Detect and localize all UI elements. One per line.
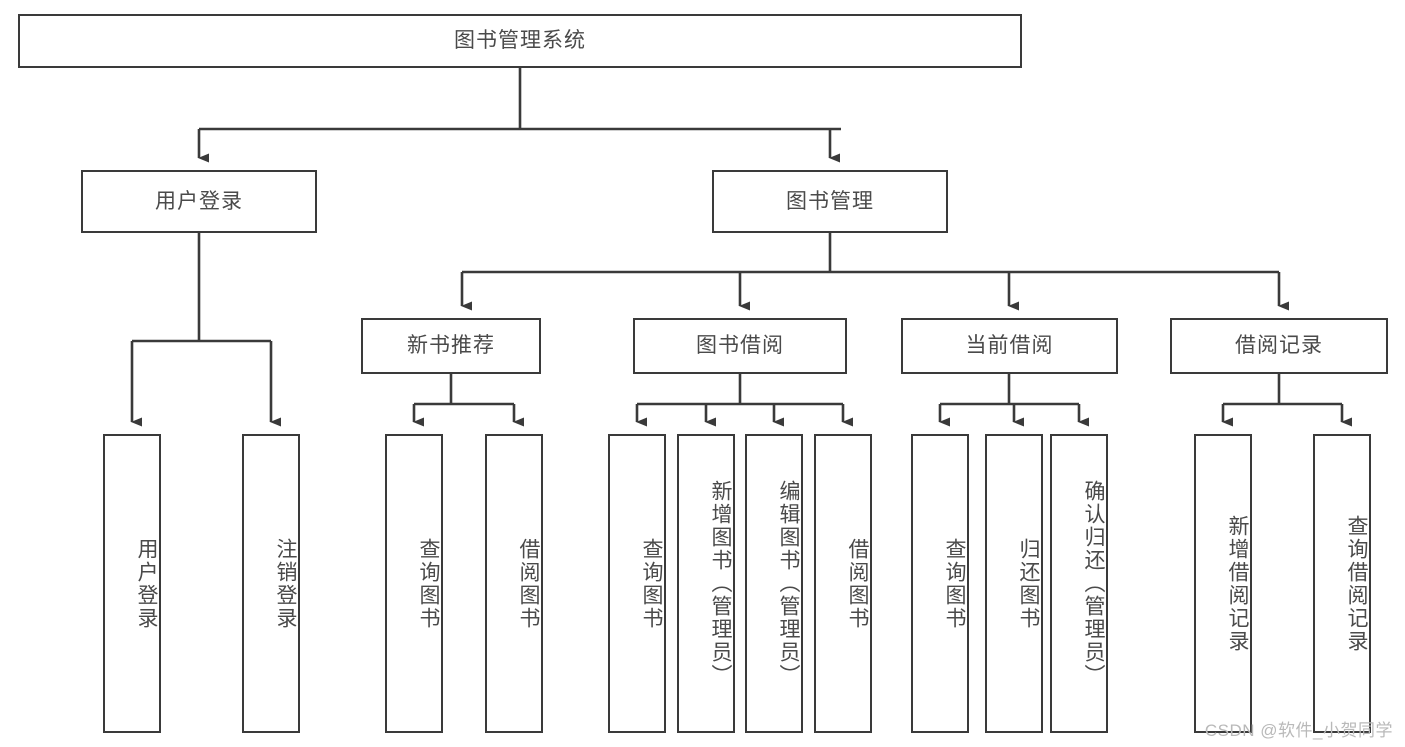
node-leaf-query-book-recommend[interactable]: 查询图书 <box>385 434 443 733</box>
node-leaf-confirm-return[interactable]: 确认归还（管理员） <box>1050 434 1108 733</box>
node-leaf-query-book-current[interactable]: 查询图书 <box>911 434 969 733</box>
node-leaf-edit-book[interactable]: 编辑图书（管理员） <box>745 434 803 733</box>
node-leaf-add-borrow-record[interactable]: 新增借阅记录 <box>1194 434 1252 733</box>
node-book-borrow[interactable]: 图书借阅 <box>633 318 847 374</box>
node-leaf-user-logout-label: 注销登录 <box>274 537 297 630</box>
node-leaf-query-borrow-record[interactable]: 查询借阅记录 <box>1313 434 1371 733</box>
node-current-borrow[interactable]: 当前借阅 <box>901 318 1118 374</box>
node-borrow-record-label: 借阅记录 <box>1235 334 1323 358</box>
new-book-recommend-to-leaves-connectors <box>412 374 524 427</box>
node-leaf-confirm-return-label: 确认归还（管理员） <box>1082 480 1105 687</box>
node-leaf-borrow-book-label: 借阅图书 <box>846 537 869 630</box>
user-login-to-leaves-connectors <box>130 233 281 427</box>
node-leaf-add-book[interactable]: 新增图书（管理员） <box>677 434 735 733</box>
node-leaf-borrow-book[interactable]: 借阅图书 <box>814 434 872 733</box>
node-leaf-return-book[interactable]: 归还图书 <box>985 434 1043 733</box>
node-user-login-label: 用户登录 <box>155 189 243 213</box>
node-borrow-record[interactable]: 借阅记录 <box>1170 318 1388 374</box>
node-leaf-query-book-current-label: 查询图书 <box>943 537 966 630</box>
node-book-manage[interactable]: 图书管理 <box>712 170 948 233</box>
borrow-record-to-leaves-connectors <box>1221 374 1352 427</box>
watermark-text: CSDN @软件_小贺同学 <box>1204 721 1393 740</box>
node-leaf-user-logout[interactable]: 注销登录 <box>242 434 300 733</box>
node-book-manage-label: 图书管理 <box>786 189 874 213</box>
current-borrow-to-leaves-connectors <box>938 374 1089 427</box>
node-leaf-add-book-label: 新增图书（管理员） <box>709 480 732 687</box>
node-leaf-return-book-label: 归还图书 <box>1017 537 1040 630</box>
node-root-system-label: 图书管理系统 <box>454 29 586 53</box>
node-current-borrow-label: 当前借阅 <box>965 334 1054 358</box>
node-leaf-user-login-label: 用户登录 <box>135 537 158 630</box>
node-leaf-user-login[interactable]: 用户登录 <box>103 434 161 733</box>
node-leaf-query-book-borrow[interactable]: 查询图书 <box>608 434 666 733</box>
root-to-level2-connectors <box>197 68 841 163</box>
node-leaf-borrow-book-recommend-label: 借阅图书 <box>517 537 540 630</box>
node-leaf-query-book-recommend-label: 查询图书 <box>417 537 440 630</box>
node-user-login[interactable]: 用户登录 <box>81 170 317 233</box>
node-leaf-query-book-borrow-label: 查询图书 <box>640 537 663 630</box>
node-new-book-recommend[interactable]: 新书推荐 <box>361 318 541 374</box>
node-leaf-query-borrow-record-label: 查询借阅记录 <box>1345 514 1368 653</box>
book-borrow-to-leaves-connectors <box>635 374 853 427</box>
node-leaf-edit-book-label: 编辑图书（管理员） <box>777 480 800 687</box>
node-leaf-borrow-book-recommend[interactable]: 借阅图书 <box>485 434 543 733</box>
book-manage-to-level3-connectors <box>460 233 1289 311</box>
node-leaf-add-borrow-record-label: 新增借阅记录 <box>1226 514 1249 653</box>
node-book-borrow-label: 图书借阅 <box>696 334 784 358</box>
node-new-book-recommend-label: 新书推荐 <box>407 334 495 358</box>
node-root-system[interactable]: 图书管理系统 <box>18 14 1022 68</box>
